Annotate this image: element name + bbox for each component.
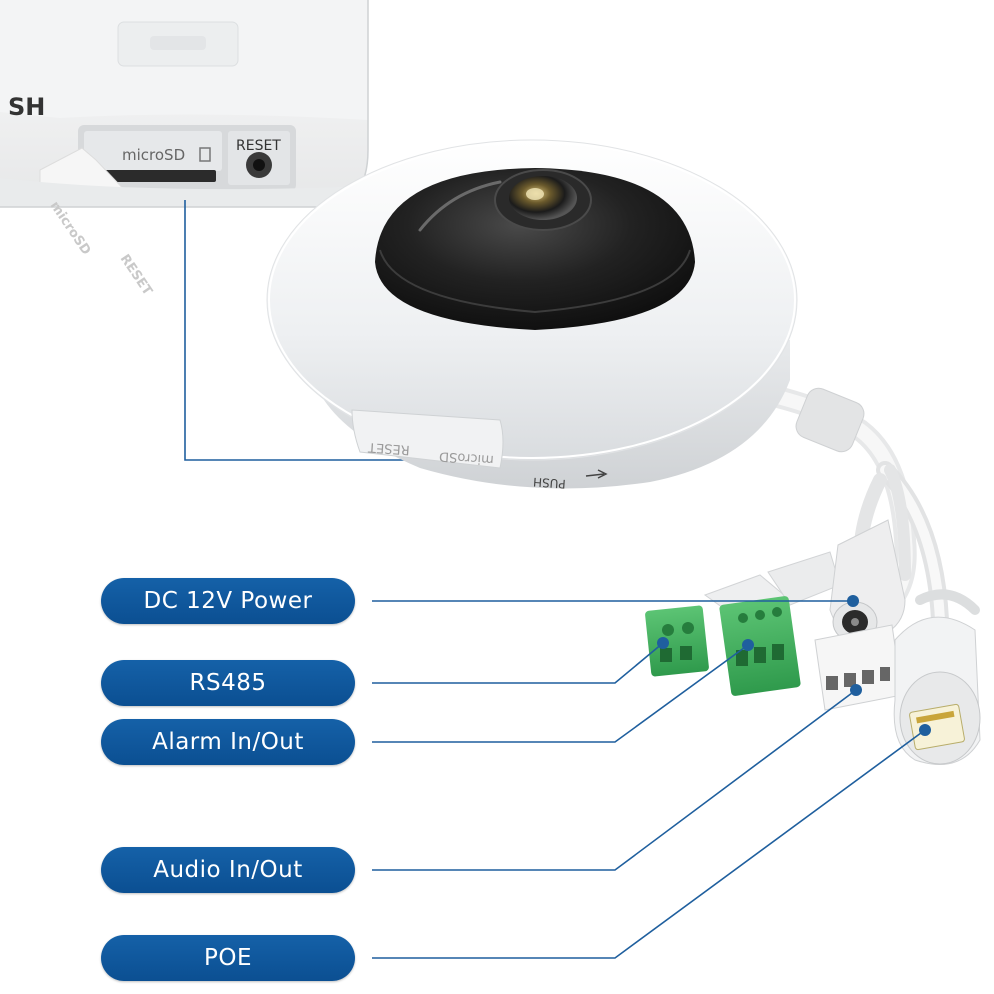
leader-dot-poe (919, 724, 931, 736)
sd-card-icon (199, 147, 211, 162)
inset-closeup: SH microSD RESET microSD RESET (0, 0, 369, 299)
camera-cover-text-reset: RESET (368, 439, 411, 457)
poe-rj45-port (893, 589, 981, 765)
inset-reset-label: RESET (236, 138, 281, 154)
inset-edge-text: SH (8, 93, 45, 121)
leader-dot-rs485 (657, 637, 669, 649)
leader-dot-dc-power (847, 595, 859, 607)
audio-terminal (814, 624, 903, 711)
label-rs485: RS485 (101, 660, 355, 706)
dc-power-jack (829, 519, 906, 643)
label-alarm-in-out: Alarm In/Out (101, 719, 355, 765)
label-poe: POE (101, 935, 355, 981)
inset-cover-text-reset: RESET (117, 252, 155, 299)
leader-dot-audio (850, 684, 862, 696)
leader-lines (372, 595, 931, 959)
fisheye-camera: microSD RESET PUSH (266, 139, 798, 491)
push-arrow-icon (585, 469, 608, 479)
camera-cover-text-microsd: microSD (439, 448, 495, 467)
leader-line-inset (184, 200, 425, 461)
label-audio-in-out: Audio In/Out (101, 847, 355, 893)
inset-microsd-label: microSD (122, 146, 185, 164)
label-dc-12v-power: DC 12V Power (101, 578, 355, 624)
leader-dot-alarm (742, 639, 754, 651)
camera-push-text: PUSH (533, 475, 567, 491)
